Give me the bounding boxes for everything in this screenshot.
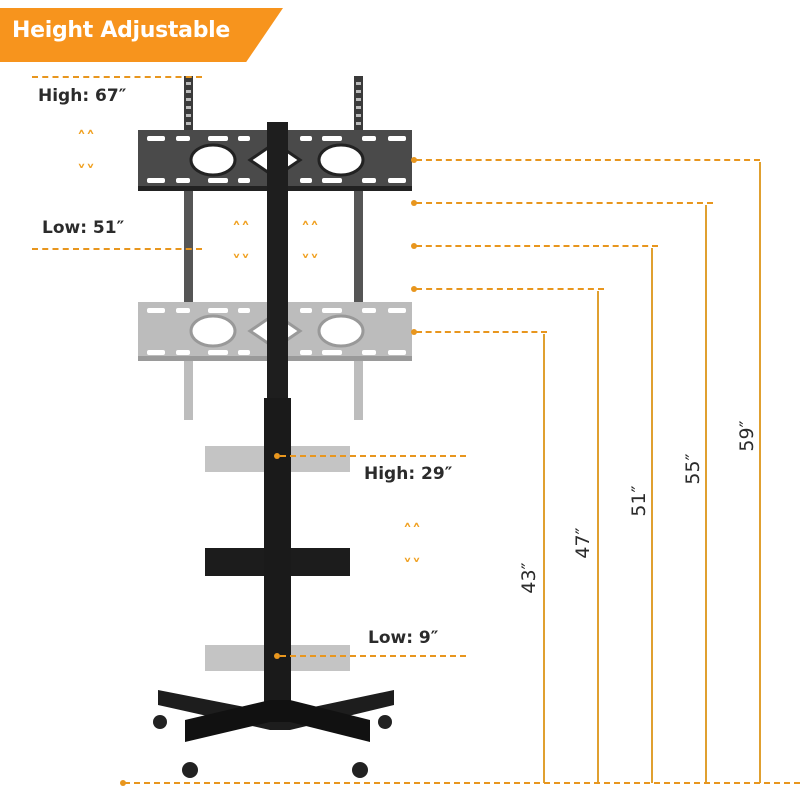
high-67-guide bbox=[32, 76, 202, 78]
shelf-high-dot bbox=[274, 453, 280, 459]
pole bbox=[267, 122, 288, 402]
banner-title: Height Adjustable bbox=[12, 18, 231, 43]
dim-59-line bbox=[759, 162, 761, 783]
up-arrows-icon: ˄˄ bbox=[232, 219, 250, 240]
dim-55-line bbox=[705, 205, 707, 783]
tv-high-label: High: 67″ bbox=[38, 86, 127, 106]
dim-47-line bbox=[597, 291, 599, 783]
shelf-high-guide bbox=[280, 455, 466, 457]
shelf-low-guide bbox=[280, 655, 466, 657]
shelf-low-dot bbox=[274, 653, 280, 659]
down-arrows-icon: ˅˅ bbox=[301, 252, 319, 273]
dim-43-guide bbox=[416, 331, 547, 333]
down-arrows-icon: ˅˅ bbox=[403, 556, 421, 577]
dim-47-guide bbox=[416, 288, 604, 290]
dim-51-line bbox=[651, 248, 653, 783]
up-arrows-icon: ˄˄ bbox=[403, 521, 421, 542]
up-arrows-icon: ˄˄ bbox=[77, 128, 95, 149]
dim-59-guide bbox=[416, 159, 760, 161]
dim-47-label: 47″ bbox=[572, 527, 594, 559]
dim-51-guide bbox=[416, 245, 658, 247]
up-arrows-icon: ˄˄ bbox=[301, 219, 319, 240]
dim-55-label: 55″ bbox=[682, 453, 704, 485]
dim-59-label: 59″ bbox=[736, 420, 758, 452]
shelf-low-label: Low: 9″ bbox=[368, 628, 439, 648]
tv-low-label: Low: 51″ bbox=[42, 218, 125, 238]
dim-43-line bbox=[543, 334, 545, 783]
shelf-high-label: High: 29″ bbox=[364, 464, 453, 484]
down-arrows-icon: ˅˅ bbox=[232, 252, 250, 273]
banner bbox=[0, 8, 283, 62]
rail-left-top bbox=[184, 76, 193, 134]
dim-43-label: 43″ bbox=[518, 562, 540, 594]
down-arrows-icon: ˅˅ bbox=[77, 162, 95, 183]
low-51-guide bbox=[32, 248, 202, 250]
dim-55-guide bbox=[416, 202, 713, 204]
dim-51-label: 51″ bbox=[628, 485, 650, 517]
floor-baseline bbox=[124, 782, 800, 784]
